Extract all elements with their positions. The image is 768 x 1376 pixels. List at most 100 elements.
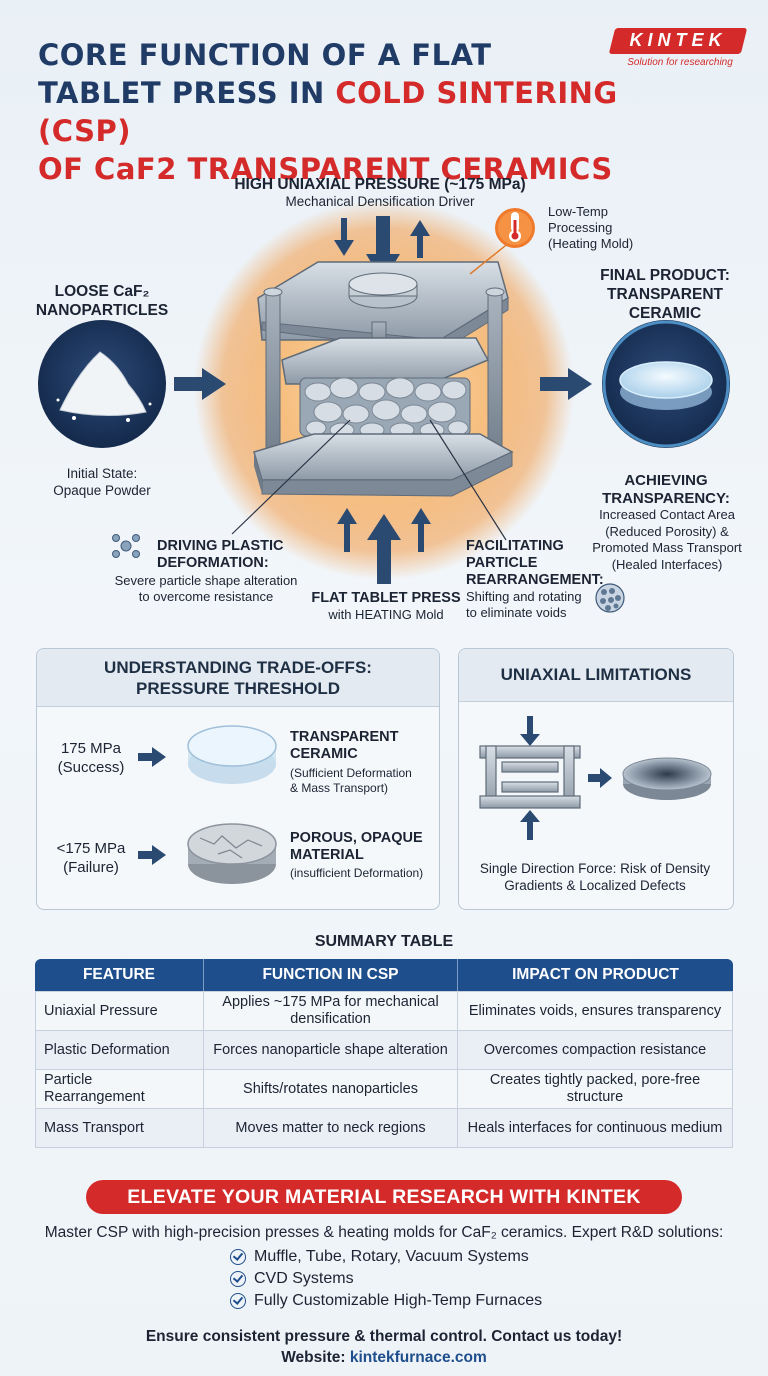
failure-title-line: POROUS, OPAQUE (290, 830, 423, 846)
rearr-title-line: FACILITATING (466, 538, 564, 554)
low-temp-line: Low-Temp (548, 204, 608, 219)
rearrangement-title: FACILITATING PARTICLE REARRANGEMENT: (466, 538, 616, 589)
page-title: CORE FUNCTION OF A FLAT TABLET PRESS IN … (38, 36, 638, 188)
tradeoffs-title-2: PRESSURE THRESHOLD (135, 679, 341, 698)
cta-intro: Master CSP with high-precision presses &… (44, 1224, 724, 1241)
table-header-feature: FEATURE (35, 959, 204, 991)
success-title: TRANSPARENT CERAMIC (290, 729, 435, 763)
title-line-3: OF CaF2 TRANSPARENT CERAMICS (38, 152, 613, 186)
table-cell: Shifts/rotates nanoparticles (204, 1069, 458, 1108)
success-note: (Sufficient Deformation & Mass Transport… (290, 766, 435, 796)
achieving-title: ACHIEVING TRANSPARENCY: (576, 472, 756, 508)
rearr-text-line: Shifting and rotating (466, 589, 582, 604)
achieving-line: (Healed Interfaces) (611, 556, 723, 572)
table-cell: Creates tightly packed, pore-free struct… (458, 1069, 733, 1108)
kintek-logo: KINTEK Solution for researching (608, 28, 748, 72)
rearr-text-line: to eliminate voids (466, 605, 567, 620)
loose-title: LOOSE CaF₂ NANOPARTICLES (12, 282, 192, 320)
plastic-title-line: DEFORMATION: (157, 555, 269, 571)
table-cell: Heals interfaces for continuous medium (458, 1108, 733, 1148)
flow-arrows (174, 368, 592, 400)
plastic-text-line: Severe particle shape alteration (114, 573, 298, 588)
summary-table-wrap: FEATURE FUNCTION IN CSP IMPACT ON PRODUC… (35, 959, 733, 1148)
success-pressure-value: 175 MPa (60, 740, 122, 757)
initial-state-line: Initial State: (66, 466, 138, 481)
tradeoff-graphics (138, 725, 277, 884)
summary-table: FEATURE FUNCTION IN CSP IMPACT ON PRODUC… (35, 959, 733, 1148)
low-temp-line: Processing (548, 220, 613, 235)
summary-title: SUMMARY TABLE (314, 933, 454, 950)
rearrangement-icon (595, 583, 625, 613)
failure-label: (Failure) (63, 859, 119, 876)
plastic-title: DRIVING PLASTIC DEFORMATION: (157, 538, 307, 572)
table-cell: Plastic Deformation (35, 1030, 204, 1069)
bottom-pressure-arrows (337, 508, 431, 584)
achieving-line: Promoted Mass Transport (592, 540, 742, 555)
limitations-caption-line: Single Direction Force: Risk of Density (479, 861, 711, 876)
cta-bullet-text: Fully Customizable High-Temp Furnaces (254, 1292, 543, 1309)
cta-bullet: Fully Customizable High-Temp Furnaces (230, 1292, 542, 1310)
table-cell: Particle Rearrangement (35, 1069, 204, 1108)
plastic-text: Severe particle shape alteration to over… (96, 573, 316, 605)
success-label: (Success) (57, 759, 125, 776)
table-cell: Moves matter to neck regions (204, 1108, 458, 1148)
success-title-line: CERAMIC (290, 746, 358, 762)
check-circle-icon (230, 1271, 246, 1287)
plastic-deformation-icon (112, 534, 140, 558)
tradeoffs-header: UNDERSTANDING TRADE-OFFS: PRESSURE THRES… (37, 649, 439, 707)
plastic-title-line: DRIVING PLASTIC (157, 538, 284, 554)
failure-title-line: MATERIAL (290, 847, 364, 863)
table-cell: Overcomes compaction resistance (458, 1030, 733, 1069)
limitations-caption-line: Gradients & Localized Defects (504, 878, 686, 893)
website-label: Website: (281, 1349, 350, 1366)
logo-text: KINTEK (629, 30, 727, 50)
final-title-line: CERAMIC (628, 305, 702, 322)
success-title-line: TRANSPARENT (290, 729, 399, 745)
cta-website: Website: kintekfurnace.com (0, 1349, 768, 1367)
cta-closing: Ensure consistent pressure & thermal con… (145, 1328, 623, 1345)
failure-note: (insufficient Deformation) (290, 866, 424, 880)
table-cell: Applies ~175 MPa for mechanical densific… (204, 991, 458, 1030)
cta-bullet: CVD Systems (230, 1270, 354, 1288)
table-cell: Mass Transport (35, 1108, 204, 1148)
rearr-title-line: PARTICLE (466, 555, 538, 571)
table-row: Mass Transport Moves matter to neck regi… (35, 1108, 733, 1148)
cta-bullet-text: CVD Systems (254, 1270, 354, 1287)
porous-disc-icon (187, 823, 277, 884)
title-line-2: TABLET PRESS IN COLD SINTERING (CSP) (38, 74, 638, 150)
achieving-text: Increased Contact Area (Reduced Porosity… (570, 507, 764, 573)
achieving-title-line: ACHIEVING (624, 472, 708, 489)
table-row: Plastic Deformation Forces nanoparticle … (35, 1030, 733, 1069)
transparent-disc-icon (187, 725, 277, 784)
tradeoff-arrows (138, 747, 166, 865)
failure-pressure-value: <175 MPa (56, 840, 126, 857)
plastic-text-line: to overcome resistance (138, 589, 274, 604)
failure-pressure: <175 MPa (Failure) (46, 839, 136, 877)
logo-tagline: Solution for researching (627, 57, 733, 68)
website-link[interactable]: kintekfurnace.com (349, 1349, 487, 1366)
table-header-function: FUNCTION IN CSP (204, 959, 458, 991)
cta-banner[interactable]: ELEVATE YOUR MATERIAL RESEARCH WITH KINT… (86, 1180, 682, 1214)
table-cell: Eliminates voids, ensures transparency (458, 991, 733, 1030)
achieving-line: (Reduced Porosity) & (605, 523, 729, 539)
loose-title-line: LOOSE CaF₂ (54, 283, 150, 300)
final-title-line: FINAL PRODUCT: (600, 267, 730, 284)
final-product-title: FINAL PRODUCT: TRANSPARENT CERAMIC (580, 266, 750, 323)
failure-title: POROUS, OPAQUE MATERIAL (290, 830, 435, 864)
press-title: FLAT TABLET PRESS (311, 590, 461, 606)
table-cell: Uniaxial Pressure (35, 991, 204, 1030)
press-diagram (38, 200, 730, 613)
table-header-row: FEATURE FUNCTION IN CSP IMPACT ON PRODUC… (35, 959, 733, 991)
final-title-line: TRANSPARENT (607, 286, 723, 303)
initial-state-line: Opaque Powder (53, 483, 151, 498)
thermometer-icon (495, 208, 535, 248)
initial-state: Initial State: Opaque Powder (12, 465, 192, 499)
limitations-graphic (479, 716, 712, 840)
cta-bullet: Muffle, Tube, Rotary, Vacuum Systems (230, 1248, 529, 1266)
check-circle-icon (230, 1249, 246, 1265)
density-gradient-disc-icon (622, 757, 712, 791)
loose-title-line: NANOPARTICLES (35, 302, 169, 319)
title-line-2a: TABLET PRESS IN (38, 76, 336, 110)
tradeoffs-title-1: UNDERSTANDING TRADE-OFFS: (104, 658, 372, 677)
success-note-line: & Mass Transport) (290, 781, 389, 795)
